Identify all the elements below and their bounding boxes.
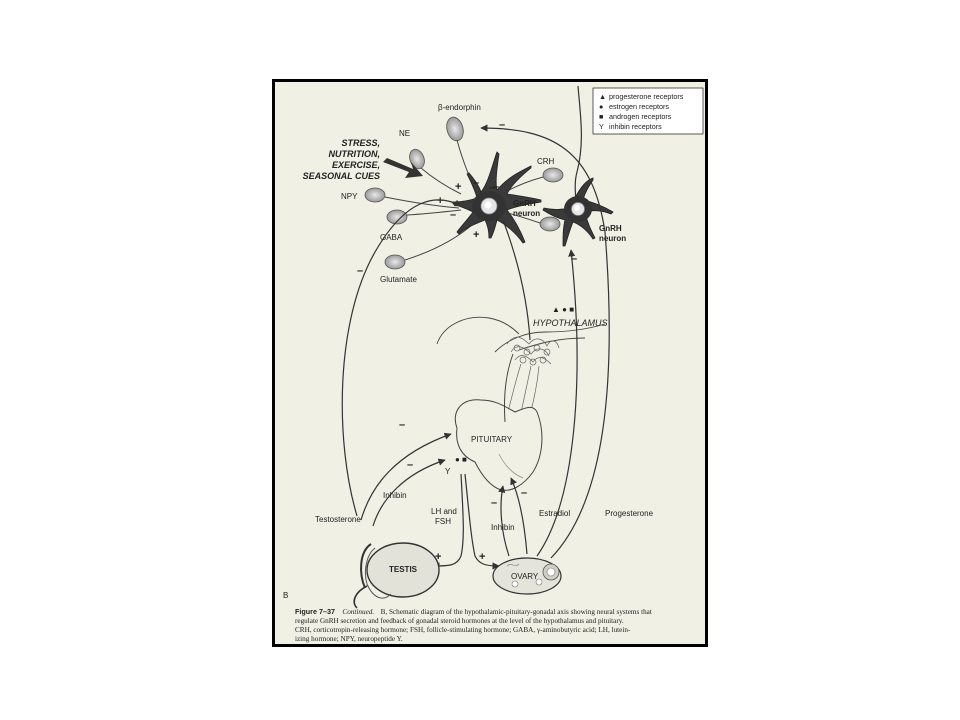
gnrh-neuron-secondary [542,177,614,247]
legend-symbol-progesterone: ▲ [599,92,606,101]
right-afferent-neuron [539,216,561,232]
label-hypothalamus: HYPOTHALAMUS [533,318,608,328]
legend-inhibin-receptors: inhibin receptors [609,122,662,131]
sign-minus-progesterone: – [499,119,505,131]
legend-progesterone-receptors: progesterone receptors [609,92,684,101]
label-glutamate: Glutamate [380,275,417,284]
label-gaba: GABA [380,233,403,242]
gnrh-label-secondary-line2: neuron [599,234,626,243]
hypothalamus-outline [436,316,520,345]
gnrh-neuron-main [452,151,542,244]
legend-symbol-inhibin: Y [599,122,604,131]
label-pituitary: PITUITARY [471,435,513,444]
pituitary-gland [454,399,543,491]
label-ovary: OVARY [511,572,539,581]
figure-caption: Figure 7–37 Continued. B, Schematic diag… [295,601,652,643]
legend-androgen-receptors: androgen receptors [609,112,672,121]
svg-text:EXERCISE,: EXERCISE, [332,160,380,170]
gnrh-axon [502,219,531,341]
legend-symbol-androgen: ■ [599,112,603,121]
lh-fsh-to-ovary-arrow [464,473,500,570]
sign-plus-ne: + [455,181,461,193]
afferent-neurons [364,116,564,270]
gnrh-label-main-line1: GnRH [513,199,536,208]
svg-text:NUTRITION,: NUTRITION, [329,149,381,159]
pituitary-stalk [504,353,514,423]
label-estradiol: Estradiol [539,509,570,518]
svg-text:STRESS,: STRESS, [341,138,380,148]
glutamate-neuron [384,254,406,270]
hypothalamus-receptor-symbols: ▲ ● ■ [552,305,574,314]
sign-minus-beta-endorphin: – [473,177,479,189]
caption-continued: Continued. [342,608,374,616]
panel-letter: B [283,591,288,600]
label-lh-fsh-line1: LH and [431,507,457,516]
caption-line-2: regulate GnRH secretion and feedback of … [295,617,624,625]
sign-minus-inhibin-ovary: – [491,497,497,509]
pituitary-receptor-symbols: ● ■ [455,455,467,464]
label-inhibin-testis: Inhibin [383,491,407,500]
sign-minus-crh: – [493,181,499,193]
label-npy: NPY [341,192,358,201]
stress-cues-text: STRESS, NUTRITION, EXERCISE, SEASONAL CU… [303,138,380,181]
sign-minus-top: – [489,182,495,194]
testis-organ [353,542,440,609]
label-testosterone: Testosterone [315,515,361,524]
sign-minus-testosterone-pituitary: – [399,419,405,431]
sign-minus-inhibin-testis: – [407,459,413,471]
sign-plus-ovary: + [479,551,485,563]
legend-symbol-estrogen: ● [599,102,603,111]
descending-axon [574,85,582,201]
label-inhibin-ovary: Inhibin [491,523,515,532]
sign-minus-estradiol-pituitary: – [521,487,527,499]
figure-frame: ▲ progesterone receptors ● estrogen rece… [272,79,708,647]
inhibin-ovary-to-pituitary-arrow [498,485,510,557]
estradiol-to-pituitary-arrow [510,477,528,555]
testosterone-to-pituitary-arrow [360,432,452,521]
caption-line-3: CRH, corticotropin-releasing hormone; FS… [295,626,631,634]
lh-fsh-to-testis-arrow [432,473,464,570]
label-progesterone: Progesterone [605,509,654,518]
label-ne: NE [399,129,410,138]
gnrh-label-main-line2: neuron [513,209,540,218]
sign-minus-estradiol-gnrh: – [571,253,577,265]
label-crh: CRH [537,157,555,166]
inhibin-testis-to-pituitary-arrow [372,458,446,527]
receptor-legend: ▲ progesterone receptors ● estrogen rece… [592,87,704,135]
sign-minus-gaba: – [450,209,456,221]
sign-plus-glutamate: + [473,229,479,241]
estradiol-to-gnrh-arrow [536,249,578,557]
crh-neuron [542,167,564,183]
beta-endorphin-neuron [446,116,464,142]
stress-arrow [383,158,423,178]
label-beta-endorphin: β-endorphin [438,103,481,112]
testosterone-to-hypothalamus-arrow [341,199,462,517]
svg-text:Figure 7–37 Continue: Figure 7–37 Continued. B, Schematic diag… [295,601,652,618]
sign-plus-testis: + [435,551,441,563]
hpg-axis-diagram: ▲ progesterone receptors ● estrogen rece… [283,85,704,643]
caption-line-4: izing hormone; NPY, neuropeptide Y. [295,635,403,643]
ovary-organ [492,557,562,595]
gaba-neuron [386,209,408,225]
hypothalamus-floor [494,323,606,353]
legend-estrogen-receptors: estrogen receptors [609,102,669,111]
caption-figure-label: Figure 7–37 [295,607,335,616]
label-testis: TESTIS [389,565,418,574]
label-lh-fsh-line2: FSH [435,517,451,526]
gnrh-label-secondary-line1: GnRH [599,224,622,233]
pituitary-inhibin-receptor-symbol: Y [445,467,451,476]
sign-minus-testosterone-hypothalamus: – [357,265,363,277]
progesterone-to-beta-endorphin-arrow [480,124,610,559]
caption-line-1: B, Schematic diagram of the hypothalamic… [381,608,652,616]
ne-neuron [409,148,425,170]
npy-neuron [364,187,386,203]
sign-plus-npy: + [437,195,443,207]
svg-text:SEASONAL CUES: SEASONAL CUES [303,171,380,181]
